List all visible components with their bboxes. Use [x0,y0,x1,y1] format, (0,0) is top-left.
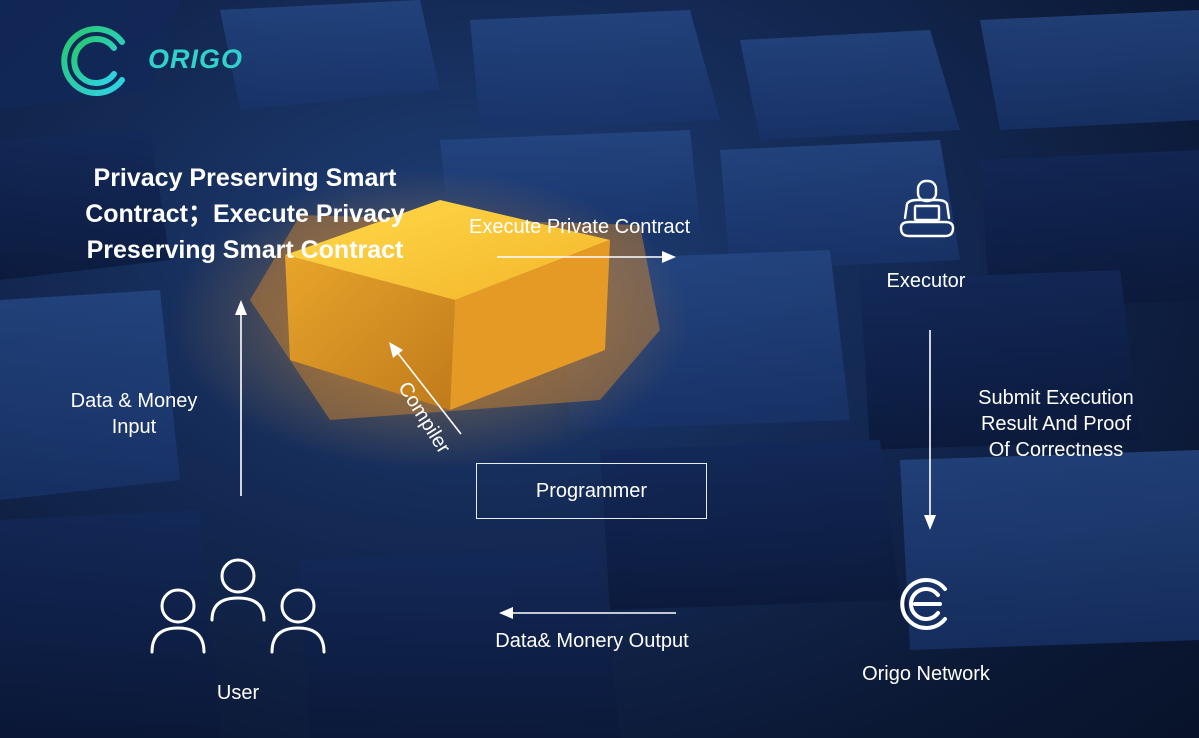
title-line-2: Contract；Execute Privacy [85,200,405,228]
submit-line-3: Of Correctness [988,439,1124,461]
programmer-box: Programmer [476,463,707,519]
submit-line-1: Submit Execution [978,387,1134,409]
data-input-line-1: Data & Money [70,390,198,412]
executor-icon [899,179,955,238]
gold-cube-top [285,200,610,300]
arrow-input-head [235,300,247,315]
origo-network-icon [900,578,947,630]
executor-label: Executor [886,270,966,292]
submit-line-2: Result And Proof [980,413,1132,435]
arrow-execute-head [662,251,676,263]
page-title: Privacy Preserving Smart Contract；Execut… [40,160,450,268]
programmer-label: Programmer [535,479,648,502]
user-label: User [216,682,260,704]
data-input-label: Data & Money Input [48,388,220,440]
data-output-label: Data& Monery Output [495,630,689,652]
arrow-compiler-line [396,351,462,435]
data-input-line-2: Input [111,416,157,438]
title-line-1: Privacy Preserving Smart [93,164,397,192]
gold-cube-side [450,240,610,410]
arrow-compiler-head [389,342,403,358]
title-line-3: Preserving Smart Contract [86,236,404,264]
arrow-submit-head [924,515,936,530]
arrow-output-head [499,607,513,619]
execute-private-contract-label: Execute Private Contract [469,216,691,238]
origo-logo-icon [61,26,125,96]
origo-network-label: Origo Network [862,663,990,685]
logo-text: ORIGO [148,44,244,74]
users-group-icon [150,558,326,654]
submit-execution-label: Submit Execution Result And Proof Of Cor… [956,385,1156,463]
